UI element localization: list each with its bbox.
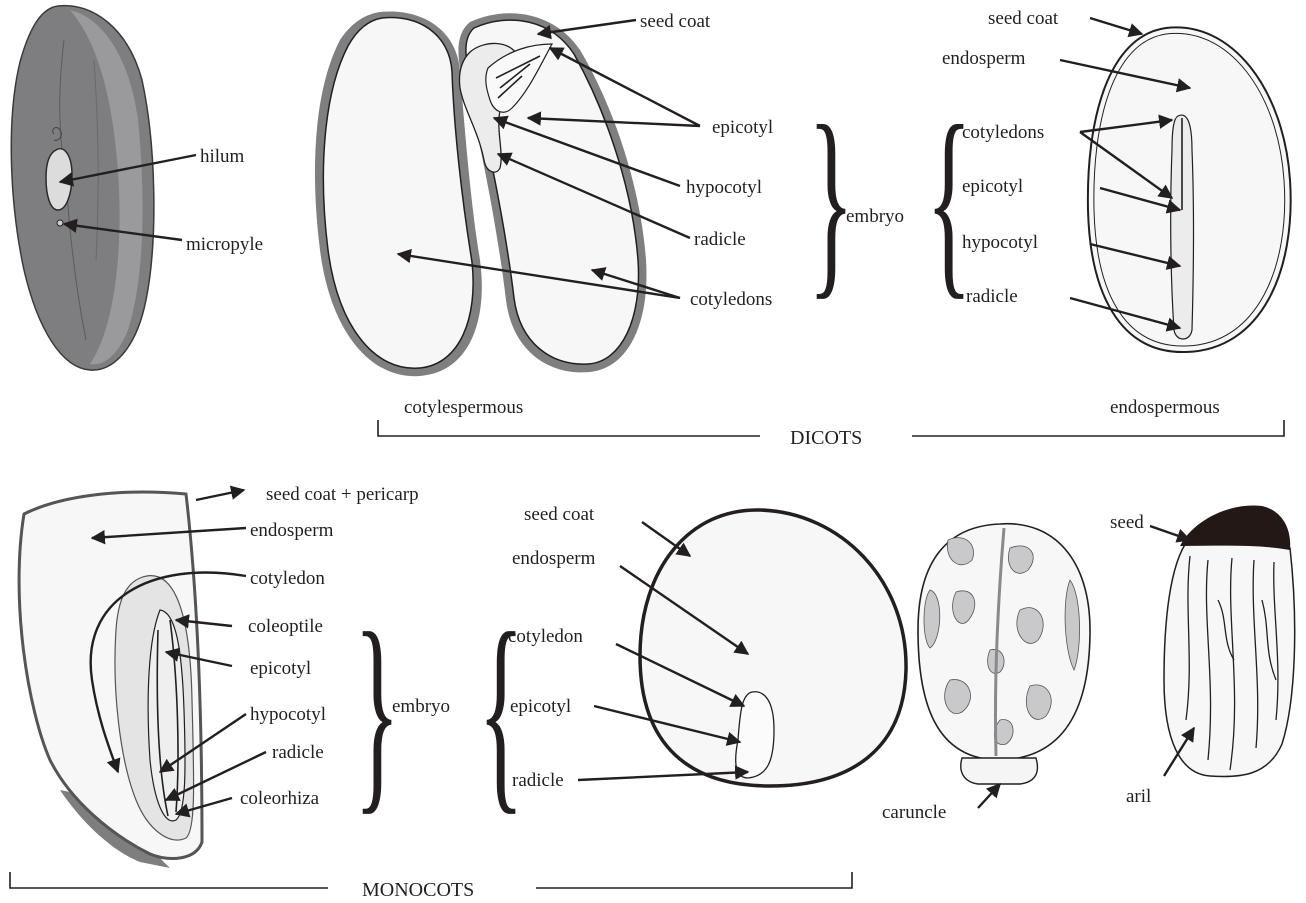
label-dicots: DICOTS <box>790 427 862 449</box>
monocot-seed: { seed coat endosperm cotyledon epicotyl… <box>478 504 906 832</box>
dicots-bracket: DICOTS <box>378 420 1284 449</box>
label-hypocotyl-endo: hypocotyl <box>962 232 1038 253</box>
label-seed-coat-round: seed coat <box>524 504 595 525</box>
label-endosperm-round: endosperm <box>512 548 596 569</box>
brace-embryo-dicot-close: } <box>808 84 854 317</box>
label-radicle-grain: radicle <box>272 742 324 763</box>
bean-seed-exterior: hilum micropyle <box>11 6 263 371</box>
caruncle-seed: caruncle <box>882 524 1090 823</box>
label-endosperm-endo: endosperm <box>942 48 1026 69</box>
label-epicotyl-endo: epicotyl <box>962 176 1023 197</box>
label-seed-coat-pericarp: seed coat + pericarp <box>266 484 419 505</box>
label-radicle-round: radicle <box>512 770 564 791</box>
label-coleorhiza-grain: coleorhiza <box>240 788 320 809</box>
label-seed-coat-endo: seed coat <box>988 8 1059 29</box>
label-seed-aril: seed <box>1110 512 1144 533</box>
label-monocots: MONOCOTS <box>362 879 474 901</box>
micropyle-dot <box>57 220 63 226</box>
label-embryo-dicot: embryo <box>846 206 904 227</box>
label-epicotyl-cotyl: epicotyl <box>712 117 773 138</box>
label-cotyledons-endo: cotyledons <box>962 122 1044 143</box>
label-aril: aril <box>1126 786 1151 807</box>
aril-seed-cap <box>1180 505 1290 550</box>
label-epicotyl-grain: epicotyl <box>250 658 311 679</box>
aril-body <box>1164 532 1295 777</box>
label-cotyledon-grain: cotyledon <box>250 568 325 589</box>
monocots-bracket: MONOCOTS <box>10 872 852 901</box>
label-hypocotyl-grain: hypocotyl <box>250 704 326 725</box>
label-radicle-endo: radicle <box>966 286 1018 307</box>
label-radicle-cotyl: radicle <box>694 229 746 250</box>
label-caruncle: caruncle <box>882 802 946 823</box>
label-hilum: hilum <box>200 146 245 167</box>
label-hypocotyl-cotyl: hypocotyl <box>686 177 762 198</box>
label-cotyledon-round: cotyledon <box>508 626 583 647</box>
label-coleoptile-grain: coleoptile <box>248 616 323 637</box>
aril-seed: seed aril <box>1110 505 1295 807</box>
left-cotyledon <box>323 17 473 368</box>
caption-cotylespermous: cotylespermous <box>404 397 523 418</box>
label-epicotyl-round: epicotyl <box>510 696 571 717</box>
caption-endospermous: endospermous <box>1110 397 1220 418</box>
label-seed-coat-cotyl: seed coat <box>640 11 711 32</box>
label-endosperm-grain: endosperm <box>250 520 334 541</box>
cotylespermous-seed: seed coat epicotyl hypocotyl radicle cot… <box>315 11 904 418</box>
monocot-grain: seed coat + pericarp endosperm cotyledon… <box>19 484 450 868</box>
endospermous-seed: seed coat endosperm { cotyledons epicoty… <box>926 8 1291 418</box>
label-cotyledons-cotyl: cotyledons <box>690 289 772 310</box>
label-micropyle: micropyle <box>186 234 263 255</box>
caruncle-shape <box>961 758 1038 784</box>
label-embryo-monocot: embryo <box>392 696 450 717</box>
brace-embryo-dicot-open: { <box>926 84 972 317</box>
